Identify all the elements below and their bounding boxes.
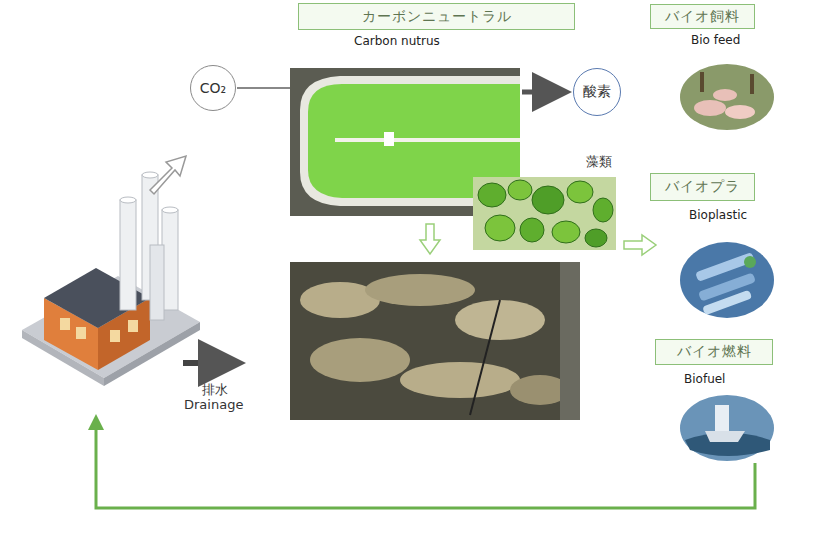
algae-photo-part <box>508 180 532 200</box>
wastewater-photo-part <box>470 300 500 415</box>
feed-photo-part <box>725 105 755 119</box>
title-band: バイオプラBioplastic <box>650 173 755 201</box>
factory-illustration-part <box>60 318 70 330</box>
title-band: カーボンニュートラルCarbon nutrus <box>298 3 575 30</box>
bioplastic-photo-part <box>702 290 752 316</box>
recycle-arrowhead <box>88 414 104 430</box>
factory-illustration-part <box>162 207 178 213</box>
algae-photo-part <box>532 186 564 214</box>
circle-label: 酸素 <box>583 83 611 101</box>
title-band: バイオ燃料Biofuel <box>655 339 773 365</box>
wastewater-photo-part <box>400 362 520 398</box>
factory-illustration-part <box>128 320 138 332</box>
wastewater-photo-part <box>290 262 580 420</box>
outline-arrow <box>420 224 440 254</box>
circle-node: CO₂ <box>190 65 236 111</box>
factory-illustration-part <box>110 330 120 342</box>
algae-photo <box>473 177 616 250</box>
wastewater-photo-part <box>310 338 410 382</box>
drainage-arrow <box>183 360 234 366</box>
bioplastic-photo <box>680 242 774 318</box>
factory-illustration <box>22 172 200 386</box>
bioplastic-photo-part <box>680 242 774 318</box>
factory-illustration-part <box>120 197 136 203</box>
biofuel-photo-part <box>680 395 774 461</box>
band-title: バイオ燃料 <box>677 343 752 361</box>
band-title: カーボンニュートラル <box>362 8 512 26</box>
flow-arrow <box>522 90 562 95</box>
algae-photo-part <box>593 198 613 222</box>
english-subtitle: Biofuel <box>684 372 725 386</box>
circle-node: 酸素 <box>573 68 621 116</box>
recycle-line <box>96 428 755 508</box>
pond-photo-part <box>335 138 520 142</box>
pond-photo-part <box>384 132 394 146</box>
outline-arrow-part <box>624 235 656 255</box>
feed-photo-part <box>694 100 726 116</box>
circle-label: CO₂ <box>200 80 226 96</box>
title-band: バイオ飼料Bio feed <box>650 4 755 29</box>
feed-photo-part <box>713 89 737 101</box>
feed-photo-part <box>750 74 754 94</box>
feed-photo-part <box>700 72 704 92</box>
algae-photo-part <box>478 183 506 207</box>
biofuel-photo <box>680 395 774 461</box>
factory-illustration-part <box>120 200 136 310</box>
pond-photo-part <box>300 76 520 206</box>
drainage-label: 排水 <box>202 381 228 399</box>
english-subtitle: Bioplastic <box>689 208 747 222</box>
outline-arrow <box>624 235 656 255</box>
band-title: バイオ飼料 <box>665 8 740 26</box>
outline-arrow-part <box>150 156 186 194</box>
wastewater-photo-part <box>455 300 545 340</box>
biofuel-photo-part <box>705 431 745 442</box>
algae-photo-part <box>473 177 616 250</box>
english-subtitle: Bio feed <box>691 33 740 47</box>
algae-photo-part <box>585 229 607 247</box>
feed-photo <box>680 64 774 130</box>
algae-photo-part <box>567 181 593 203</box>
algae-label: 藻類 <box>586 153 612 171</box>
english-subtitle: Carbon nutrus <box>354 34 440 48</box>
algae-photo-part <box>485 215 515 241</box>
wastewater-photo-part <box>365 274 475 306</box>
biofuel-photo-part <box>715 405 729 431</box>
algae-photo-part <box>552 221 580 243</box>
outline-arrow-part <box>420 224 440 254</box>
feed-photo-part <box>680 64 774 130</box>
connector-line <box>237 87 290 89</box>
algae-photo-part <box>520 218 544 242</box>
pond-photo <box>290 68 520 216</box>
wastewater-photo <box>290 262 580 420</box>
pond-photo-part <box>290 68 520 216</box>
outline-arrow <box>150 156 186 194</box>
factory-illustration-part <box>150 245 164 320</box>
band-title: バイオプラ <box>665 178 740 196</box>
factory-illustration-part <box>76 327 86 339</box>
bioplastic-photo-part <box>744 256 756 268</box>
drainage-label: Drainage <box>184 397 243 412</box>
wastewater-photo-part <box>560 262 580 420</box>
factory-illustration-part <box>142 172 158 178</box>
